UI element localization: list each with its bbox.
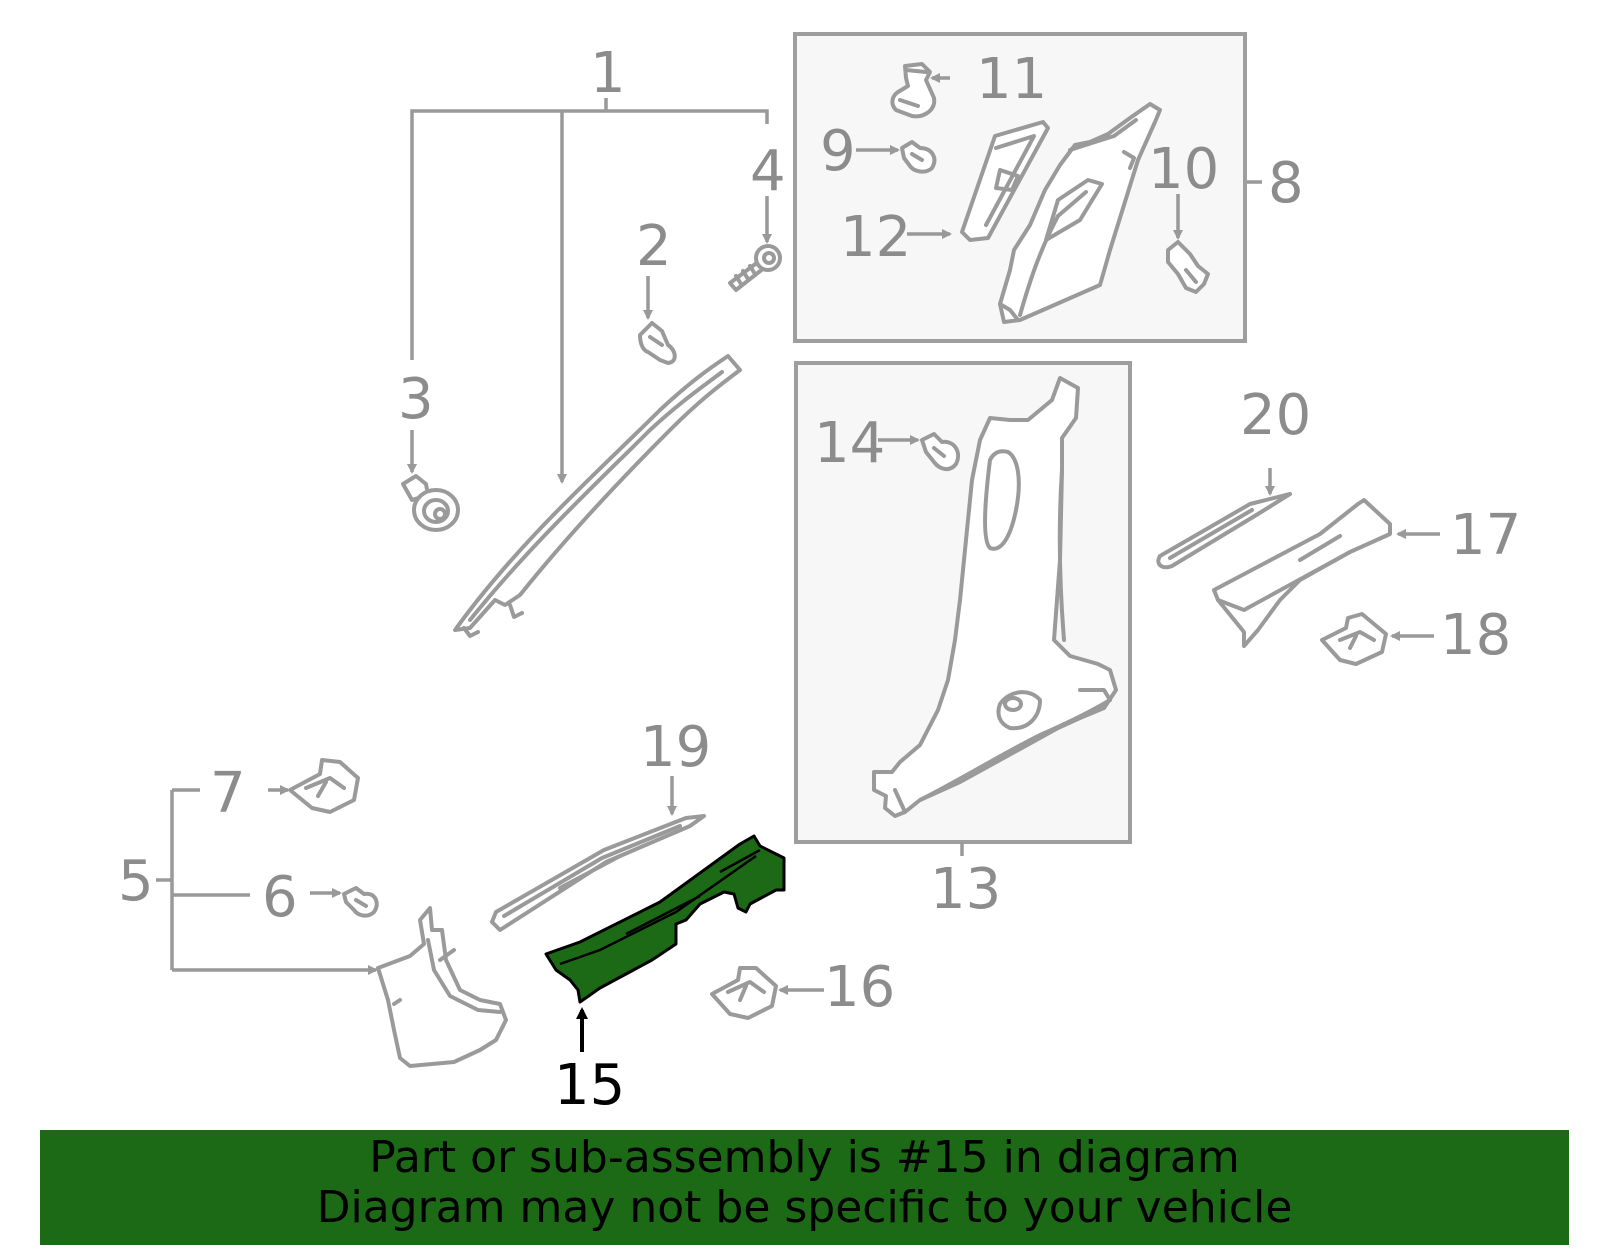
callout-8: 8 [1268,151,1304,216]
callout-9: 9 [820,119,856,184]
leader-5 [156,785,378,975]
banner-line-1: Part or sub-assembly is #15 in diagram [369,1132,1240,1183]
part-20-sill-strip[interactable] [1156,492,1292,570]
banner-line-2: Diagram may not be specific to your vehi… [316,1182,1293,1233]
part-7-clip[interactable] [288,758,360,814]
part-3-grommet[interactable] [401,474,460,532]
part-17-scuff-plate[interactable] [1212,498,1392,648]
leader-right [1265,468,1440,641]
callout-2: 2 [636,214,672,279]
leader-8 [856,73,1262,240]
callout-14: 14 [814,411,885,476]
callout-3: 3 [398,367,434,432]
part-4-screw[interactable] [728,244,782,292]
callout-19: 19 [640,715,711,780]
part-1-a-pillar-trim[interactable] [453,354,742,638]
part-2-clip[interactable] [638,321,677,365]
part-16-clip[interactable] [710,966,778,1020]
part-19-sill-trim[interactable] [490,814,706,932]
callout-13: 13 [930,857,1001,922]
part-8-b-pillar-upper[interactable] [998,102,1162,324]
callout-18: 18 [1440,603,1511,668]
info-banner-background [40,1130,1569,1245]
part-12-trim[interactable] [960,120,1050,242]
part-18-clip[interactable] [1320,612,1388,666]
leader-13 [878,435,964,856]
callout-12: 12 [840,205,911,270]
callout-1: 1 [590,41,626,106]
callout-6: 6 [262,865,298,930]
part-5-kick-panel[interactable] [376,906,508,1068]
callout-20: 20 [1240,383,1311,448]
callout-15: 15 [554,1053,625,1118]
leader-1 [407,98,772,484]
callout-17: 17 [1450,503,1521,568]
part-15-scuff-plate-highlighted[interactable] [544,834,786,1004]
callout-10: 10 [1148,137,1219,202]
part-10-clip[interactable] [1166,240,1210,294]
callout-16: 16 [824,955,895,1020]
callout-11: 11 [976,47,1047,112]
part-14-clip[interactable] [920,432,961,471]
part-11-clip[interactable] [890,62,937,119]
callout-7: 7 [210,761,246,826]
part-9-clip[interactable] [900,140,937,174]
part-13-b-pillar-lower[interactable] [872,376,1118,818]
part-6-clip[interactable] [342,886,379,918]
callout-4: 4 [750,139,786,204]
callout-5: 5 [118,849,154,914]
info-banner: Part or sub-assembly is #15 in diagram D… [40,1133,1569,1245]
